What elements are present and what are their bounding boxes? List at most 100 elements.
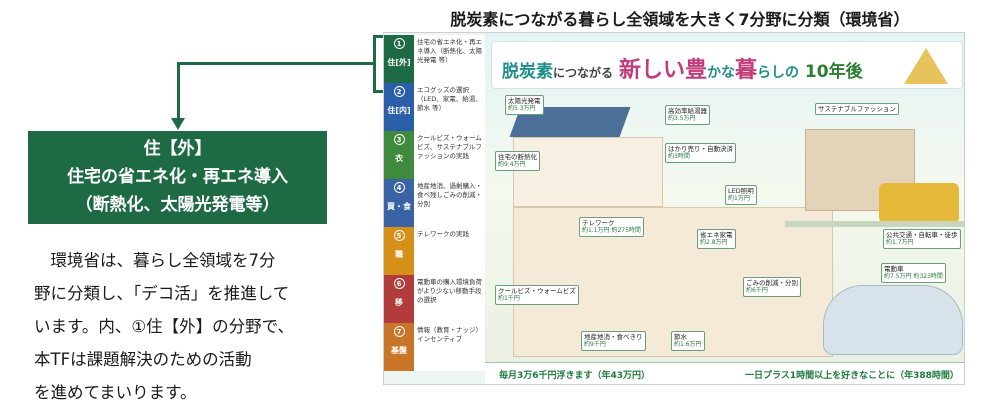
scene-label-title: 節水	[674, 333, 687, 341]
scene-label: 電動車約7.5万円 約323時間	[881, 263, 946, 283]
scene-label: 公共交通・自転車・徒歩約1.7万円	[883, 229, 961, 249]
category-item: 1 住[外] 住宅の省エネ化・再エネ導入（断熱化、太陽光発電 等）	[384, 35, 485, 83]
scene-label-value: 約1.7万円	[886, 239, 914, 246]
savings-bar: 毎月3万6千円浮きます（年43万円） 一日プラス1時間以上を好きなことに（年38…	[485, 362, 964, 384]
scene-label-title: 住宅の断熱化	[498, 153, 537, 161]
focus-area-subtitle: 住宅の省エネ化・再エネ導入	[67, 167, 288, 187]
category-description: 地産地消、過剰購入・食べ残しごみの削減・分別	[417, 182, 482, 208]
scene-label-value: 約9千円	[584, 341, 606, 348]
category-number: 7	[393, 326, 405, 337]
category-number: 1	[393, 38, 405, 49]
category-description: テレワークの実践	[417, 230, 469, 238]
scene-label-value: 約1千円	[498, 295, 520, 302]
scene-label-value: 約3時間	[668, 153, 690, 160]
scene-label: クールビズ・ウォームビズ約1千円	[495, 285, 579, 305]
scene-label: 住宅の断熱化約9.4万円	[495, 151, 540, 171]
category-description: クールビズ・ウォームビズ、サステナブルファッションの実践	[417, 134, 482, 160]
scene-label-value: 約9.4万円	[498, 161, 526, 168]
category-item: 6 移 電動車の購入環境負荷がより少ない移動手段の選択	[384, 275, 485, 323]
scene-label-value: 約6千円	[746, 287, 768, 294]
scene-label: はかり売り・自動決済約3時間	[665, 143, 736, 163]
scene-label-title: ごみの削減・分別	[746, 279, 798, 287]
category-name: 住[内]	[387, 106, 411, 115]
category-number: 3	[393, 134, 405, 145]
pyramid-illustration	[904, 48, 948, 84]
house-upper-room	[513, 137, 663, 207]
category-name: 移	[395, 298, 403, 307]
category-item: 4 買・食地産地消、過剰購入・食べ残しごみの削減・分別	[384, 179, 485, 227]
scene-label: 太陽光発電約5.3万円	[505, 95, 544, 115]
monthly-savings: 毎月3万6千円浮きます（年43万円）	[499, 371, 651, 381]
time-savings: 一日プラス1時間以上を好きなことに（年388時間）	[745, 371, 959, 381]
infographic-caption: 脱炭素につながる暮らし全領域を大きく7分野に分類（環境省）	[450, 10, 910, 29]
category-description: 電動車の購入環境負荷がより少ない移動手段の選択	[417, 278, 482, 304]
category-name: 買・食	[387, 202, 411, 211]
category-name: 住[外]	[387, 58, 411, 67]
description-line: 野に分類し、「デコ活」を推進して	[34, 284, 290, 303]
focus-area-box: 住【外】 住宅の省エネ化・再エネ導入 （断熱化、太陽光発電等）	[28, 131, 327, 224]
arrow-down-icon	[171, 118, 185, 130]
category-description: エコグッズの選択（LED、家電、給湯、節水 等）	[417, 86, 482, 112]
scene-label-value: 約2.8万円	[700, 239, 728, 246]
category-badge: 4 買・食	[384, 179, 414, 227]
scene-label: 地産地消・食べきり約9千円	[581, 331, 646, 351]
scene-label-value: 約1.1万円 約275時間	[582, 227, 641, 234]
category-number: 5	[393, 230, 405, 241]
focus-area-title: 住【外】	[143, 139, 212, 159]
scene-label: ごみの削減・分別約6千円	[743, 277, 801, 297]
scene-label-title: クールビズ・ウォームビズ	[498, 287, 576, 295]
category-name: 基盤	[391, 346, 407, 355]
category-number: 2	[393, 86, 405, 97]
scene-label-title: 省エネ家電	[700, 231, 733, 239]
scene-label-value: 約3.5万円	[668, 115, 696, 122]
category-name: 衣	[395, 154, 403, 163]
category-item: 2 住[内] エコグッズの選択（LED、家電、給湯、節水 等）	[384, 83, 485, 131]
banner-part: かな	[706, 65, 735, 81]
scene-label-title: サステナブルファッション	[818, 105, 896, 113]
banner-part: 暮	[734, 58, 757, 83]
category-number: 6	[393, 278, 405, 289]
decarbonization-infographic: 1 住[外] 住宅の省エネ化・再エネ導入（断熱化、太陽光発電 等） 2 住[内] エコグッ…	[383, 32, 965, 385]
description-line: を進めてまいります。	[34, 383, 197, 402]
connector-bracket-vertical	[373, 35, 376, 93]
scene-label-title: 公共交通・自転車・徒歩	[886, 231, 958, 239]
scene-label: テレワーク約1.1万円 約275時間	[579, 217, 644, 237]
category-description: 情報（教育・ナッジ）インセンティブ	[417, 326, 482, 343]
scene-label-value: 約1万円	[728, 195, 750, 202]
scene-label: 節水約1.6万円	[671, 331, 705, 351]
banner-part: 脱炭素	[502, 62, 553, 82]
electric-car-illustration	[823, 285, 963, 355]
category-description: 住宅の省エネ化・再エネ導入（断熱化、太陽光発電 等）	[417, 38, 482, 64]
scene-label-title: 高効率給湯器	[668, 107, 707, 115]
scene-label-value: 約5.3万円	[508, 105, 536, 112]
category-badge: 7 基盤	[384, 323, 414, 371]
category-badge: 2 住[内]	[384, 83, 414, 131]
lifestyle-scene: 脱炭素につながる 新しい豊かな暮らしの 10年後 太陽光発電約5.3万円高効率給…	[485, 33, 964, 384]
scene-label-value: 約7.5万円 約323時間	[884, 273, 943, 280]
category-list: 1 住[外] 住宅の省エネ化・再エネ導入（断熱化、太陽光発電 等） 2 住[内] エコグッ…	[384, 33, 485, 384]
category-item: 7 基盤 情報（教育・ナッジ）インセンティブ	[384, 323, 485, 371]
description-line: 環境省は、暮らし全領域を7分	[34, 251, 276, 270]
banner-part: 新しい	[618, 58, 685, 83]
banner-part: につながる	[553, 66, 614, 80]
connector-horizontal	[177, 62, 374, 65]
bus-illustration	[879, 183, 959, 223]
scene-label: 省エネ家電約2.8万円	[697, 229, 736, 249]
scene-label-title: LED照明	[728, 187, 754, 195]
connector-bracket-top	[373, 35, 385, 38]
scene-label-title: 太陽光発電	[508, 97, 541, 105]
scene-label-title: はかり売り・自動決済	[668, 145, 733, 153]
category-number: 4	[393, 182, 405, 193]
category-badge: 1 住[外]	[384, 35, 414, 83]
focus-area-detail: （断熱化、太陽光発電等）	[75, 195, 280, 215]
banner-part: 10年後	[804, 62, 863, 82]
description-line: 本TFは課題解決のための活動	[34, 350, 252, 369]
scene-label-value: 約1.6万円	[674, 341, 702, 348]
infographic-banner: 脱炭素につながる 新しい豊かな暮らしの 10年後	[491, 41, 963, 89]
banner-part: らしの	[756, 65, 799, 81]
scene-label: 高効率給湯器約3.5万円	[665, 105, 710, 125]
